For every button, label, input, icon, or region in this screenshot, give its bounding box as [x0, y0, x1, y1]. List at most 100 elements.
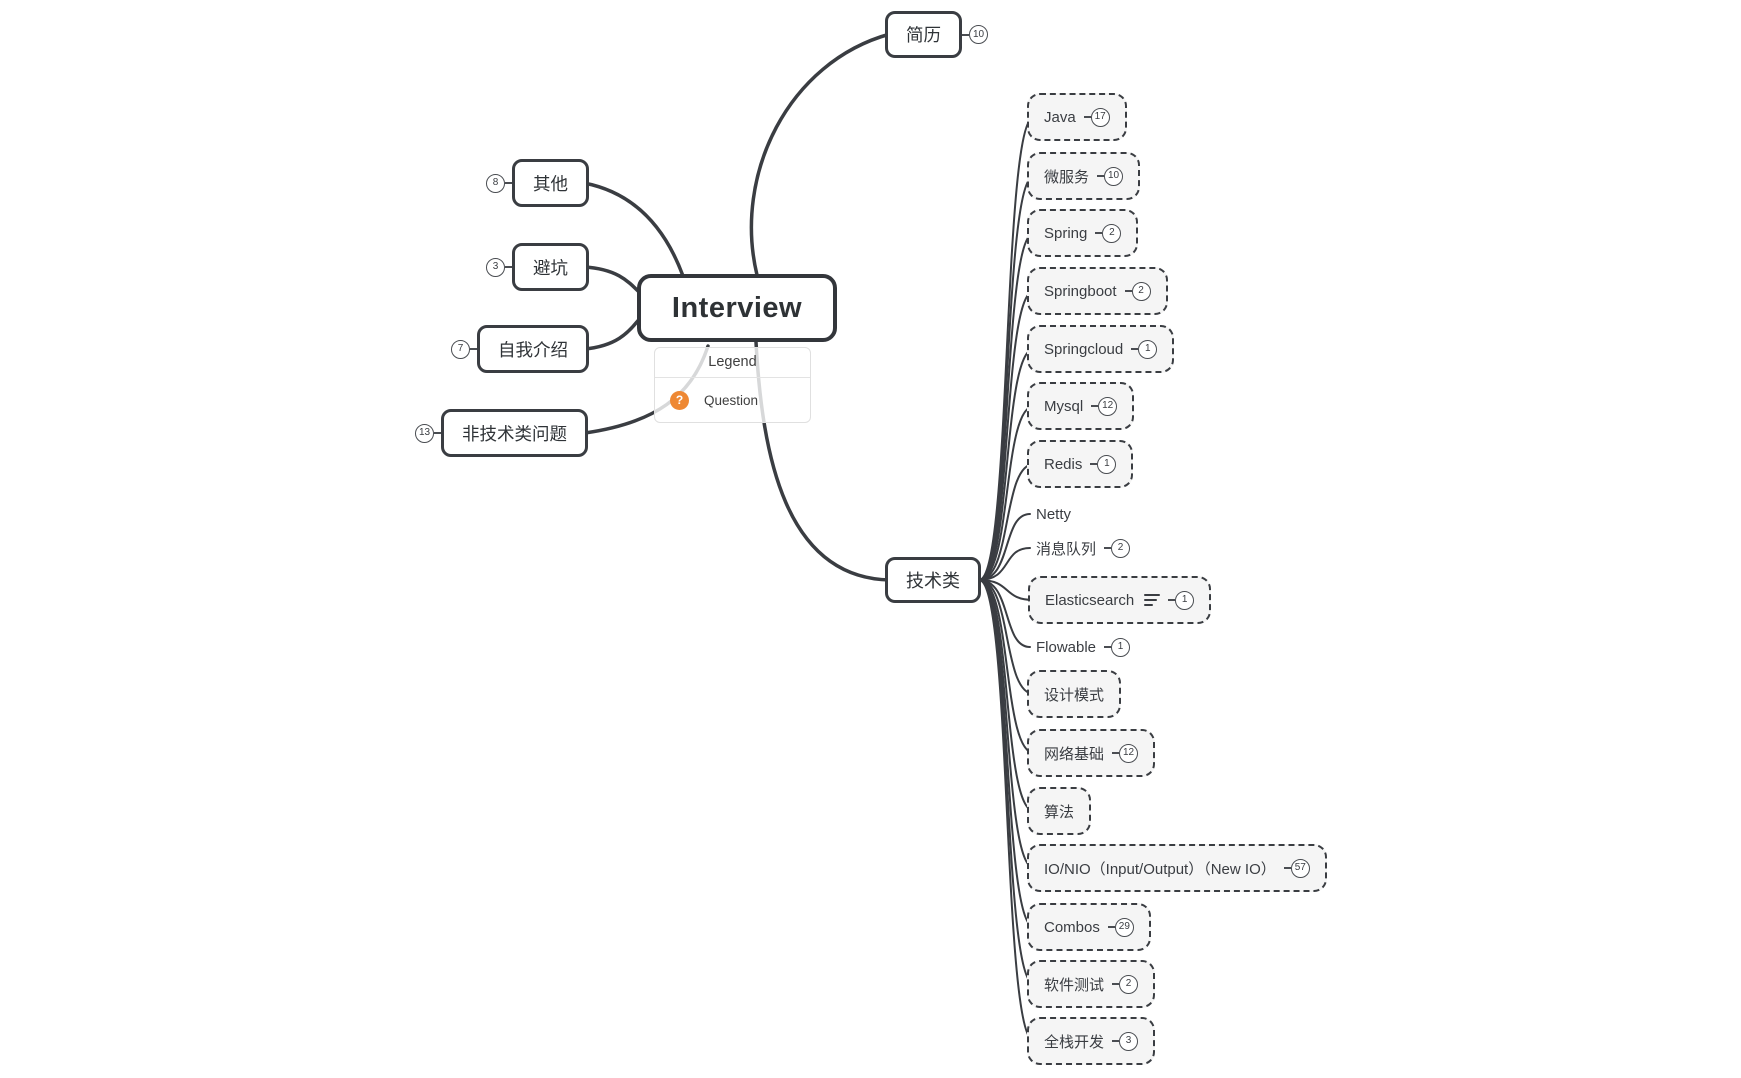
- tech-child-spring[interactable]: Spring 2: [1027, 209, 1139, 257]
- child-label: Springcloud: [1044, 340, 1124, 358]
- count-badge: 29: [1114, 917, 1134, 937]
- question-icon: ?: [670, 390, 689, 410]
- tech-child-flowable[interactable]: Flowable 1: [1036, 635, 1131, 659]
- branch-node-pitfalls[interactable]: 避坑: [512, 243, 589, 291]
- tech-child-combos[interactable]: Combos 29: [1027, 903, 1151, 951]
- branch-label: 非技术类问题: [462, 423, 567, 444]
- count-badge: 2: [1102, 223, 1122, 243]
- branch-label: 简历: [906, 25, 941, 45]
- edge-self-intro: [583, 316, 642, 351]
- child-label: 全栈开发: [1044, 1033, 1105, 1051]
- badge-tick: [1083, 116, 1091, 118]
- child-label: 网络基础: [1044, 745, 1105, 763]
- tech-child-software-testing[interactable]: 软件测试 2: [1027, 960, 1156, 1008]
- branch-label: 自我介绍: [498, 339, 568, 360]
- count-badge: 7: [451, 339, 470, 359]
- child-label: 消息队列: [1036, 540, 1097, 558]
- tech-child-microservices[interactable]: 微服务 10: [1027, 152, 1141, 200]
- child-label: Netty: [1036, 505, 1072, 523]
- tech-child-fullstack[interactable]: 全栈开发 3: [1027, 1017, 1156, 1065]
- branch-node-technical[interactable]: 技术类: [885, 557, 981, 603]
- branch-label: 其他: [533, 173, 568, 194]
- badge-tick: [1097, 175, 1105, 177]
- tech-child-netty[interactable]: Netty: [1036, 502, 1071, 526]
- branch-label: 避坑: [533, 257, 568, 278]
- badge-tick: [1104, 646, 1112, 648]
- count-badge: 17: [1090, 107, 1110, 127]
- tech-child-algorithms[interactable]: 算法: [1027, 787, 1092, 835]
- tech-child-network-basics[interactable]: 网络基础 12: [1027, 729, 1156, 777]
- badge-tick: [505, 182, 512, 184]
- child-label: 设计模式: [1044, 686, 1105, 704]
- tech-child-springcloud[interactable]: Springcloud 1: [1027, 325, 1175, 373]
- tech-child-redis[interactable]: Redis 1: [1027, 440, 1134, 488]
- branch-self-intro: 7 自我介绍: [451, 325, 589, 373]
- branch-node-resume[interactable]: 简历: [885, 11, 962, 58]
- branch-node-other[interactable]: 其他: [512, 159, 589, 207]
- child-label: Flowable: [1036, 638, 1097, 656]
- edge-other: [582, 181, 685, 278]
- badge-tick: [1124, 290, 1132, 292]
- child-label: Mysql: [1044, 397, 1084, 415]
- edge-springcloud: [978, 348, 1035, 581]
- badge-tick: [434, 432, 441, 434]
- child-label: Redis: [1044, 455, 1083, 473]
- count-badge: 12: [1098, 396, 1118, 416]
- badge-tick: [962, 33, 969, 36]
- count-badge: 2: [1119, 974, 1139, 994]
- branch-node-self-intro[interactable]: 自我介绍: [477, 325, 589, 373]
- legend-title: Legend: [655, 348, 810, 378]
- badge-tick: [505, 266, 512, 268]
- edge-message-queue: [978, 547, 1031, 581]
- edge-network-basics: [978, 579, 1035, 754]
- badge-tick: [1168, 599, 1176, 601]
- count-badge: 12: [1119, 743, 1139, 763]
- badge-tick: [1112, 752, 1120, 754]
- edge-pitfalls: [582, 265, 642, 295]
- count-badge: 10: [969, 25, 988, 44]
- badge-tick: [1090, 463, 1098, 465]
- tech-child-springboot[interactable]: Springboot 2: [1027, 267, 1168, 315]
- child-label: IO/NIO（Input/Output）（New IO）: [1044, 860, 1276, 878]
- tech-child-message-queue[interactable]: 消息队列 2: [1036, 536, 1131, 560]
- branch-resume: 简历 10: [885, 11, 988, 58]
- tech-child-java[interactable]: Java 17: [1027, 93, 1127, 141]
- count-badge: 3: [1119, 1031, 1139, 1051]
- count-badge: 1: [1111, 637, 1131, 657]
- legend-item-question: ? Question: [655, 378, 810, 422]
- count-badge: 1: [1097, 454, 1117, 474]
- edge-resume: [749, 32, 892, 277]
- edge-redis: [978, 463, 1035, 581]
- child-label: 算法: [1044, 803, 1075, 821]
- tech-child-mysql[interactable]: Mysql 12: [1027, 382, 1135, 430]
- tech-child-elasticsearch[interactable]: Elasticsearch 1: [1028, 576, 1212, 624]
- badge-tick: [470, 348, 477, 350]
- root-node-interview[interactable]: Interview: [637, 274, 837, 342]
- edge-netty: [978, 513, 1031, 581]
- count-badge: 57: [1290, 858, 1310, 878]
- edge-design-patterns: [978, 579, 1035, 695]
- count-badge: 1: [1138, 339, 1158, 359]
- count-badge: 1: [1175, 590, 1195, 610]
- edge-springboot: [978, 290, 1035, 581]
- branch-node-non-technical[interactable]: 非技术类问题: [441, 409, 588, 457]
- tech-child-design-patterns[interactable]: 设计模式: [1027, 670, 1122, 718]
- edge-elasticsearch: [978, 579, 1035, 601]
- badge-tick: [1107, 926, 1115, 928]
- notes-icon: [1144, 593, 1161, 607]
- child-label: Springboot: [1044, 282, 1117, 300]
- root-label: Interview: [671, 291, 803, 324]
- tech-child-io-nio[interactable]: IO/NIO（Input/Output）（New IO） 57: [1027, 844, 1327, 892]
- branch-other: 8 其他: [486, 159, 589, 207]
- count-badge: 8: [486, 173, 505, 193]
- branch-non-technical: 13 非技术类问题: [415, 409, 588, 457]
- branch-label: 技术类: [906, 571, 960, 591]
- badge-tick: [1283, 867, 1291, 869]
- edge-fullstack: [978, 579, 1035, 1042]
- child-label: Java: [1044, 108, 1076, 126]
- count-badge: 2: [1111, 538, 1131, 558]
- child-label: Spring: [1044, 224, 1088, 242]
- count-badge: 2: [1131, 281, 1151, 301]
